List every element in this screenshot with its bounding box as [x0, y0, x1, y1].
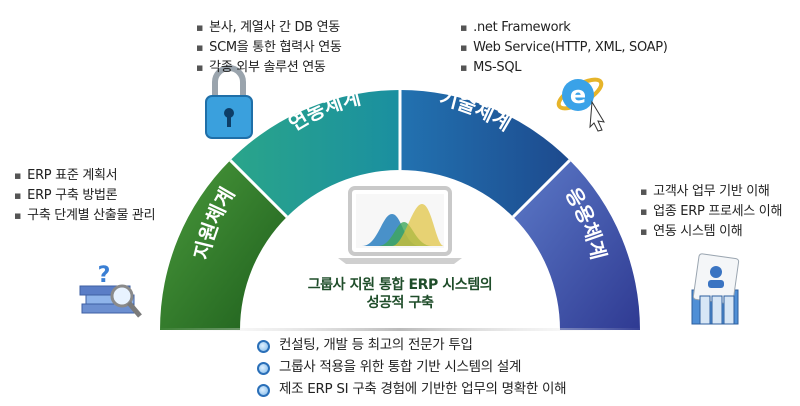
list-item: 컨설팅, 개발 등 최고의 전문가 투입 — [255, 334, 566, 356]
list-item: 그룹사 적용을 위한 통합 기반 시스템의 설계 — [255, 356, 566, 378]
tech-list: .net Framework Web Service(HTTP, XML, SO… — [460, 18, 668, 78]
svg-text:?: ? — [98, 263, 111, 288]
list-item: 각종 외부 솔루션 연동 — [196, 58, 342, 78]
segment-support — [160, 160, 287, 330]
books-magnifier-icon: ? — [79, 263, 142, 318]
list-item: ERP 표준 계획서 — [14, 166, 155, 186]
list-item: .net Framework — [460, 18, 668, 38]
center-title-line2: 성공적 구축 — [366, 295, 434, 311]
list-item: 본사, 계열사 간 DB 연동 — [196, 18, 342, 38]
center-title-line1: 그룹사 지원 통합 ERP 시스템의 — [307, 277, 493, 293]
bullet-dot-icon — [257, 362, 270, 375]
list-item: SCM을 통한 협력사 연동 — [196, 38, 342, 58]
list-item: 구축 단계별 산출물 관리 — [14, 206, 155, 226]
svg-text:e: e — [570, 81, 586, 109]
bullet-dot-icon — [257, 340, 270, 353]
link-list: 본사, 계열사 간 DB 연동 SCM을 통한 협력사 연동 각종 외부 솔루션… — [196, 18, 342, 78]
support-list: ERP 표준 계획서 ERP 구축 방법론 구축 단계별 산출물 관리 — [14, 166, 155, 226]
laptop-chart-icon — [338, 186, 462, 264]
list-item: 제조 ERP SI 구축 경험에 기반한 업무의 명확한 이해 — [255, 378, 567, 400]
strength-list: 컨설팅, 개발 등 최고의 전문가 투입 그룹사 적용을 위한 통합 기반 시스… — [255, 334, 567, 400]
segment-app — [513, 160, 640, 330]
list-item: 업종 ERP 프로세스 이해 — [640, 202, 782, 222]
list-item: ERP 구축 방법론 — [14, 186, 155, 206]
list-item-text: 제조 ERP SI 구축 경험에 기반한 업무의 명확한 이해 — [279, 381, 567, 397]
center-title: 그룹사 지원 통합 ERP 시스템의 성공적 구축 — [300, 276, 500, 312]
id-card-folder-icon — [691, 253, 740, 325]
bullet-dot-icon — [257, 384, 270, 397]
internet-explorer-icon: e — [556, 77, 605, 132]
list-item-text: 컨설팅, 개발 등 최고의 전문가 투입 — [279, 337, 473, 353]
list-item: Web Service(HTTP, XML, SOAP) — [460, 38, 668, 58]
app-list: 고객사 업무 기반 이해 업종 ERP 프로세스 이해 연동 시스템 이해 — [640, 182, 782, 242]
list-item: 고객사 업무 기반 이해 — [640, 182, 782, 202]
segment-link — [230, 90, 400, 217]
segment-tech — [400, 90, 570, 217]
padlock-icon — [205, 65, 253, 139]
list-item: 연동 시스템 이해 — [640, 222, 782, 242]
list-item: MS-SQL — [460, 58, 668, 78]
list-item-text: 그룹사 적용을 위한 통합 기반 시스템의 설계 — [279, 359, 522, 375]
